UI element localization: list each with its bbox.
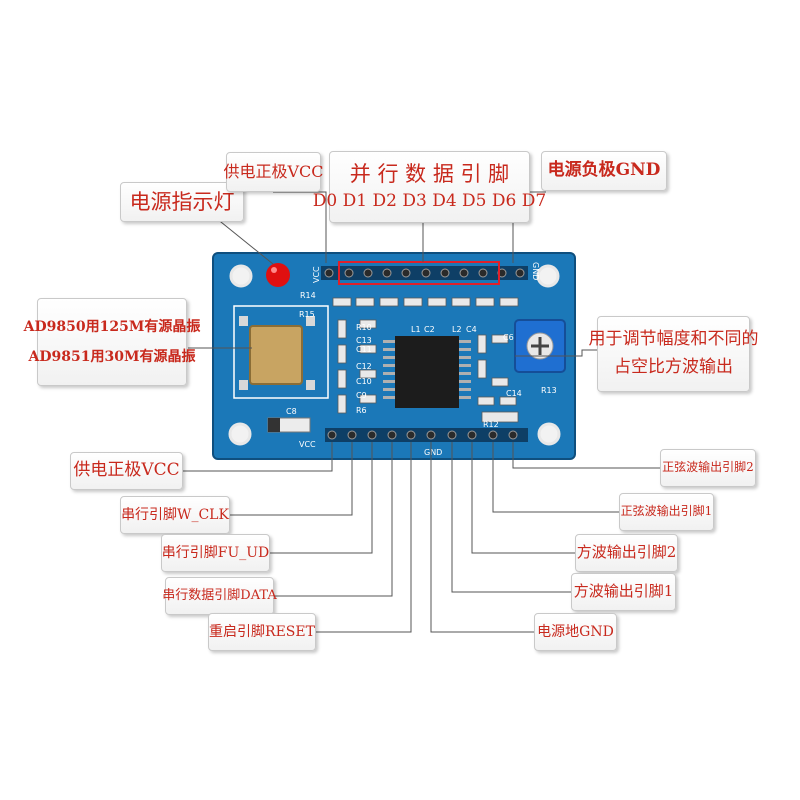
vcc-top-label: 供电正极VCC [223,152,324,192]
power-led [266,263,290,287]
crystal-line-1: AD9850用125M有源晶振 [23,318,201,335]
bottom-header-pins [325,428,528,442]
silk-r10: R10 [356,323,372,332]
parallel-pins-highlight [338,261,500,285]
vcc-bottom-label: 供电正极VCC [70,452,183,490]
pot-line-2: 占空比方波输出 [614,357,733,377]
parallel-pin-list: D0 D1 D2 D3 D4 D5 D6 D7 [312,191,547,212]
potentiometer-label: 用于调节幅度和不同的 占空比方波输出 [589,316,759,392]
fu-ud-label: 串行引脚FU_UD [161,534,270,572]
silk-r12: R12 [483,420,499,429]
leader-lines [183,191,660,633]
silk-c11: C11 [356,345,372,354]
top-header-pins [321,261,528,285]
crystal-label: AD9850用125M有源晶振 AD9851用30M有源晶振 [24,298,200,386]
ad985x-chip [383,336,471,408]
silk-vcc-top: VCC [312,266,321,283]
silk-c12: C12 [356,362,372,371]
w-clk-label: 串行引脚W_CLK [120,496,230,534]
crystal-outline [233,305,329,399]
silk-c10: C10 [356,377,372,386]
silk-vcc-bottom: VCC [299,440,316,449]
parallel-data-pins-label: 并 行 数 据 引 脚 D0 D1 D2 D3 D4 D5 D6 D7 [313,151,546,223]
potentiometer [514,319,566,373]
gnd-top-label: 电源负极GND [541,151,667,191]
silk-r6: R6 [356,406,367,415]
reset-pin-label: 重启引脚RESET [208,613,316,651]
silk-c13: C13 [356,336,372,345]
silk-gnd-bottom: GND [424,448,442,457]
square-output-2-label: 方波输出引脚2 [575,534,678,572]
silk-c9: C9 [356,391,367,400]
silk-c8: C8 [286,407,297,416]
power-led-label: 电源指示灯 [120,182,244,222]
silk-c2: C2 [424,325,435,334]
gnd-bottom-label: 电源地GND [534,613,617,651]
smd-components [332,297,519,423]
silk-l2: L2 [452,325,462,334]
crystal-oscillator [249,325,303,385]
square-output-1-label: 方波输出引脚1 [571,573,676,611]
sine-output-2-label: 正弦波输出引脚2 [660,449,756,487]
sine-output-1-label: 正弦波输出引脚1 [619,493,714,531]
silk-c4: C4 [466,325,477,334]
parallel-title: 并 行 数 据 引 脚 [349,162,510,187]
silk-r13: R13 [541,386,557,395]
silk-gnd-top: GND [531,262,540,280]
silk-c6: C6 [503,333,514,342]
silk-r15: R15 [299,310,315,319]
silk-c14: C14 [506,389,522,398]
crystal-pads [239,316,315,390]
pot-line-1: 用于调节幅度和不同的 [588,329,759,350]
crystal-line-2: AD9851用30M有源晶振 [28,349,196,365]
silk-r14: R14 [300,291,316,300]
mounting-holes [228,264,561,446]
silk-l1: L1 [411,325,421,334]
data-pin-label: 串行数据引脚DATA [162,577,277,615]
